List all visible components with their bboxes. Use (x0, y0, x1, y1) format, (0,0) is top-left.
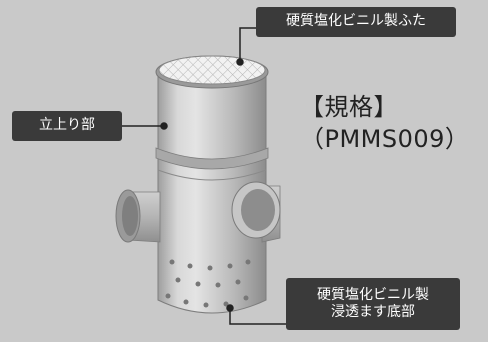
left-branch-pipe (115, 189, 161, 243)
spec-heading: 【規格】 (300, 93, 398, 121)
lid-label-text: 硬質塩化ビニル製ふた (286, 13, 426, 30)
riser-body (157, 71, 267, 314)
riser-label: 立上り部 (12, 111, 122, 141)
spec-model: （PMMS009） (300, 124, 470, 153)
riser-label-text: 立上り部 (39, 117, 95, 134)
lid (155, 55, 269, 89)
right-branch-pipe (231, 181, 281, 243)
base-label-line1: 硬質塩化ビニル製 (317, 286, 429, 303)
spec-block: 【規格】 （PMMS009） (300, 92, 469, 155)
base-label: 硬質塩化ビニル製 浸透ます底部 (286, 278, 460, 330)
perforation-holes (165, 259, 251, 308)
joint-ring (155, 147, 269, 170)
leader-lines (122, 27, 286, 325)
base-label-line2: 浸透ます底部 (331, 304, 415, 320)
lid-label: 硬質塩化ビニル製ふた (256, 7, 456, 37)
